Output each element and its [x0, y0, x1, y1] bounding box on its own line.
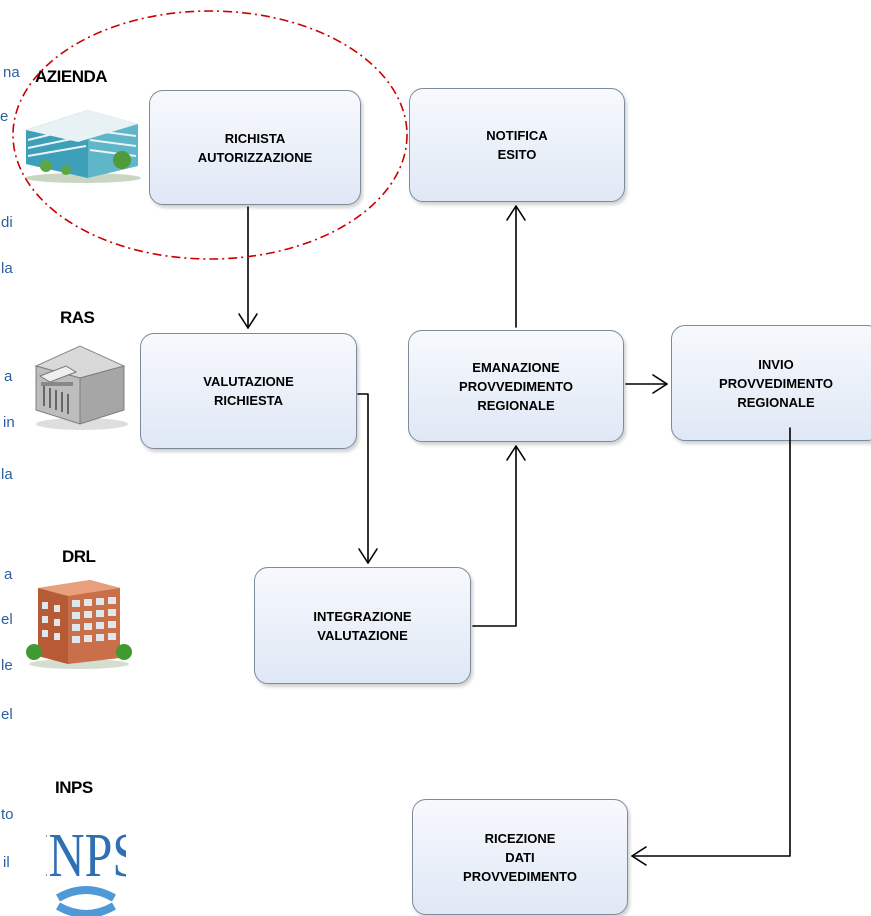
box-label: RICEZIONE DATI PROVVEDIMENTO: [463, 830, 577, 884]
box-valutazione-richiesta: VALUTAZIONE RICHIESTA: [140, 333, 357, 449]
box-invio-provvedimento: INVIO PROVVEDIMENTO REGIONALE: [671, 325, 871, 441]
government-building-icon: [34, 345, 128, 430]
text-fragment: le: [1, 657, 13, 674]
text-fragment: na: [3, 64, 20, 81]
apartment-building-icon: [26, 580, 132, 669]
text-fragment: e: [0, 108, 9, 125]
office-building-icon: [25, 110, 141, 183]
box-label: RICHISTA AUTORIZZAZIONE: [197, 130, 313, 165]
text-fragment: a: [4, 368, 13, 385]
text-fragment: el: [1, 611, 13, 628]
actor-label-ras: RAS: [60, 308, 95, 327]
box-ricezione-dati: RICEZIONE DATI PROVVEDIMENTO: [412, 799, 628, 915]
text-fragment: di: [1, 214, 13, 231]
box-label: INVIO PROVVEDIMENTO REGIONALE: [719, 356, 833, 410]
highlight-ellipse: [12, 10, 408, 260]
box-notifica-esito: NOTIFICA ESITO: [409, 88, 625, 202]
box-richiesta-autorizzazione: RICHISTA AUTORIZZAZIONE: [149, 90, 361, 205]
arrow-valutazione-to-integrazione: [357, 393, 369, 564]
arrow-invio-to-ricezione: [631, 427, 791, 857]
box-label: NOTIFICA ESITO: [486, 128, 548, 162]
box-integrazione-valutazione: INTEGRAZIONE VALUTAZIONE: [254, 567, 471, 684]
arrow-integrazione-to-emanazione: [472, 445, 517, 627]
text-fragment: il: [3, 854, 10, 871]
text-fragment: in: [3, 414, 15, 431]
text-fragment: a: [4, 566, 13, 583]
inps-logo-icon: INPS: [46, 822, 126, 916]
actor-label-drl: DRL: [62, 547, 96, 566]
actor-label-inps: INPS: [55, 778, 93, 797]
actor-label-azienda: AZIENDA: [35, 67, 108, 86]
box-label: INTEGRAZIONE VALUTAZIONE: [313, 608, 412, 643]
text-fragment: el: [1, 706, 13, 723]
box-label: EMANAZIONE PROVVEDIMENTO REGIONALE: [459, 359, 573, 413]
svg-text:INPS: INPS: [46, 822, 126, 890]
text-fragment: la: [1, 466, 13, 483]
box-emanazione-provvedimento: EMANAZIONE PROVVEDIMENTO REGIONALE: [408, 330, 624, 442]
text-fragment: to: [1, 806, 14, 823]
box-label: VALUTAZIONE RICHIESTA: [203, 374, 294, 408]
text-fragment: la: [1, 260, 13, 277]
